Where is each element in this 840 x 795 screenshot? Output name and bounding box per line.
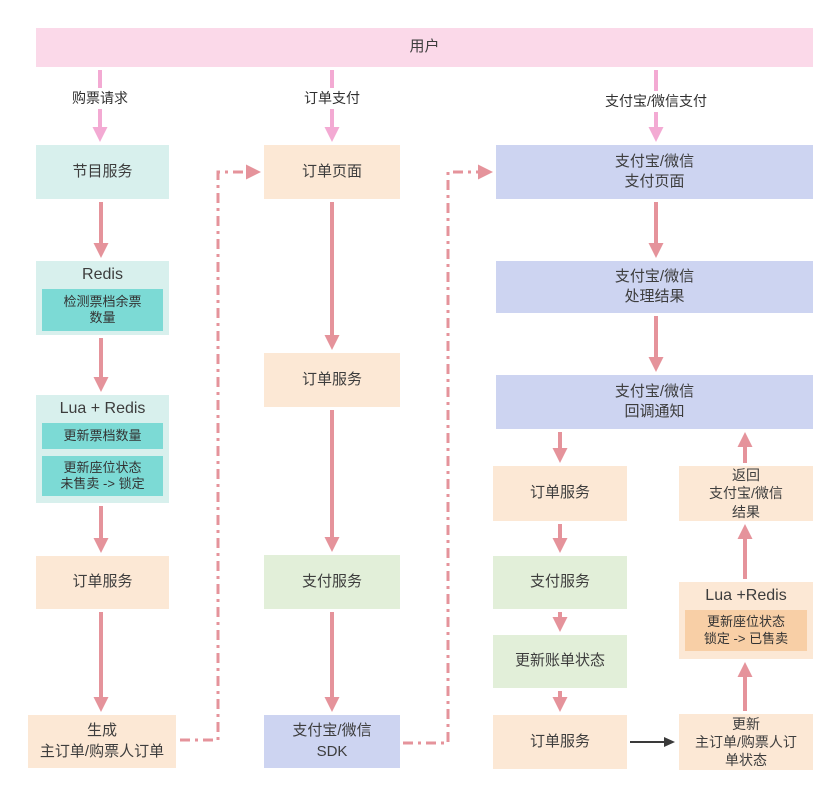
edge-label-wechat-pay: 支付宝/微信支付 (601, 91, 711, 112)
node-order-page: 订单页面 (261, 142, 403, 202)
node-update-seat-lock: 更新座位状态 未售卖 -> 锁定 (42, 456, 163, 497)
node-lua-redis-left-title: Lua + Redis (59, 400, 146, 417)
connector-generate-to-order-page (180, 164, 261, 742)
node-order-service-4: 订单服务 (490, 712, 630, 772)
node-redis-check-title: Redis (82, 266, 123, 283)
node-lua-redis-left: Lua + Redis 更新票档数量 更新座位状态 未售卖 -> 锁定 (33, 392, 172, 506)
node-redis-check-detail: 检测票档余票 数量 (42, 289, 163, 332)
node-generate-order: 生成 主订单/购票人订单 (25, 712, 179, 771)
node-pay-page: 支付宝/微信 支付页面 (493, 142, 816, 202)
node-update-seat-sold: 更新座位状态 锁定 -> 已售卖 (685, 610, 807, 652)
node-redis-check: Redis 检测票档余票 数量 (33, 258, 172, 338)
node-pay-callback: 支付宝/微信 回调通知 (493, 372, 816, 432)
node-lua-redis-right-title: Lua +Redis (705, 587, 787, 604)
node-update-order-status: 更新 主订单/购票人订 单状态 (676, 711, 816, 773)
edge-label-order-pay: 订单支付 (300, 88, 364, 109)
node-program-service: 节目服务 (33, 142, 172, 202)
node-return-result: 返回 支付宝/微信 结果 (676, 463, 816, 524)
node-order-service-2: 订单服务 (261, 350, 403, 410)
node-order-service-3: 订单服务 (490, 463, 630, 524)
user-banner: 用户 (33, 25, 816, 70)
node-pay-sdk: 支付宝/微信 SDK (261, 712, 403, 771)
edge-label-buy-request: 购票请求 (68, 88, 132, 109)
node-lua-redis-right: Lua +Redis 更新座位状态 锁定 -> 已售卖 (676, 579, 816, 662)
node-pay-result: 支付宝/微信 处理结果 (493, 258, 816, 316)
node-pay-service-right: 支付服务 (490, 553, 630, 612)
node-pay-service-mid: 支付服务 (261, 552, 403, 612)
node-update-ticket-count: 更新票档数量 (42, 423, 163, 450)
node-order-service-1: 订单服务 (33, 553, 172, 612)
node-update-bill-status: 更新账单状态 (490, 632, 630, 691)
connector-sdk-to-pay-page (403, 164, 493, 745)
